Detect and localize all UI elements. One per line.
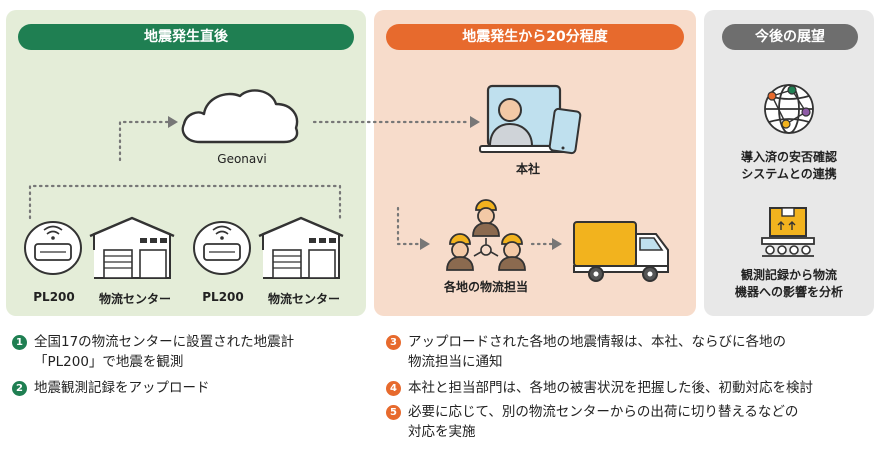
note-3: 3 アップロードされた各地の地震情報は、本社、ならびに各地の 物流担当に通知 <box>386 332 876 372</box>
note-text: 本社と担当部門は、各地の被害状況を把握した後、初動対応を検討 <box>408 380 813 396</box>
monitor-person-icon <box>479 84 571 153</box>
step-number-badge: 4 <box>386 381 401 396</box>
step-number-badge: 1 <box>12 335 27 350</box>
note-text: 地震観測記録をアップロード <box>34 380 210 396</box>
device-label: PL200 <box>33 290 75 304</box>
step-number-badge: 3 <box>386 335 401 350</box>
workers-links <box>473 238 499 257</box>
seismometer-icon <box>193 221 251 275</box>
note-2: 2 地震観測記録をアップロード <box>12 378 372 398</box>
seismometer-icon <box>24 221 82 275</box>
note-5: 5 必要に応じて、別の物流センターからの出荷に切り替えるなどの 対応を実施 <box>386 402 876 442</box>
flow-arrowheads <box>168 116 562 250</box>
future-item-label: 導入済の安否確認 <box>740 150 837 164</box>
cloud-label: Geonavi <box>217 152 267 166</box>
future-item-label: システムとの連携 <box>741 167 837 181</box>
headquarters-label: 本社 <box>515 162 540 176</box>
step-number-badge: 2 <box>12 381 27 396</box>
worker-icon <box>472 199 500 237</box>
tablet-icon <box>548 107 582 155</box>
note-1: 1 全国17の物流センターに設置された地震計 「PL200」で地震を観測 <box>12 332 372 372</box>
conveyor-box-icon <box>761 207 815 257</box>
device-label: PL200 <box>202 290 244 304</box>
warehouse-icon <box>258 216 344 279</box>
note-text: 「PL200」で地震を観測 <box>34 354 184 370</box>
worker-icon <box>446 233 474 271</box>
flow-lines <box>28 120 554 246</box>
truck-icon <box>573 221 669 282</box>
right-panel-title: 今後の展望 <box>722 24 858 50</box>
note-text: 物流担当に通知 <box>408 354 503 370</box>
network-nodes <box>767 85 811 129</box>
note-4: 4 本社と担当部門は、各地の被害状況を把握した後、初動対応を検討 <box>386 378 876 398</box>
right-panel <box>704 10 874 316</box>
local-staff-label: 各地の物流担当 <box>443 280 528 294</box>
note-text: 対応を実施 <box>408 424 476 440</box>
worker-icon <box>498 233 526 271</box>
note-text: アップロードされた各地の地震情報は、本社、ならびに各地の <box>408 334 786 350</box>
middle-panel-title: 地震発生から20分程度 <box>386 24 684 50</box>
left-panel-title: 地震発生直後 <box>18 24 354 50</box>
warehouse-label: 物流センター <box>267 292 340 306</box>
warehouse-label: 物流センター <box>98 292 171 306</box>
warehouse-icon <box>89 216 175 279</box>
note-text: 必要に応じて、別の物流センターからの出荷に切り替えるなどの <box>408 404 799 420</box>
future-item-label: 観測記録から物流 <box>740 268 837 282</box>
note-text: 全国17の物流センターに設置された地震計 <box>34 334 295 350</box>
step-number-badge: 5 <box>386 405 401 420</box>
future-item-label: 機器への影響を分析 <box>734 285 843 299</box>
cloud-icon <box>181 89 299 144</box>
